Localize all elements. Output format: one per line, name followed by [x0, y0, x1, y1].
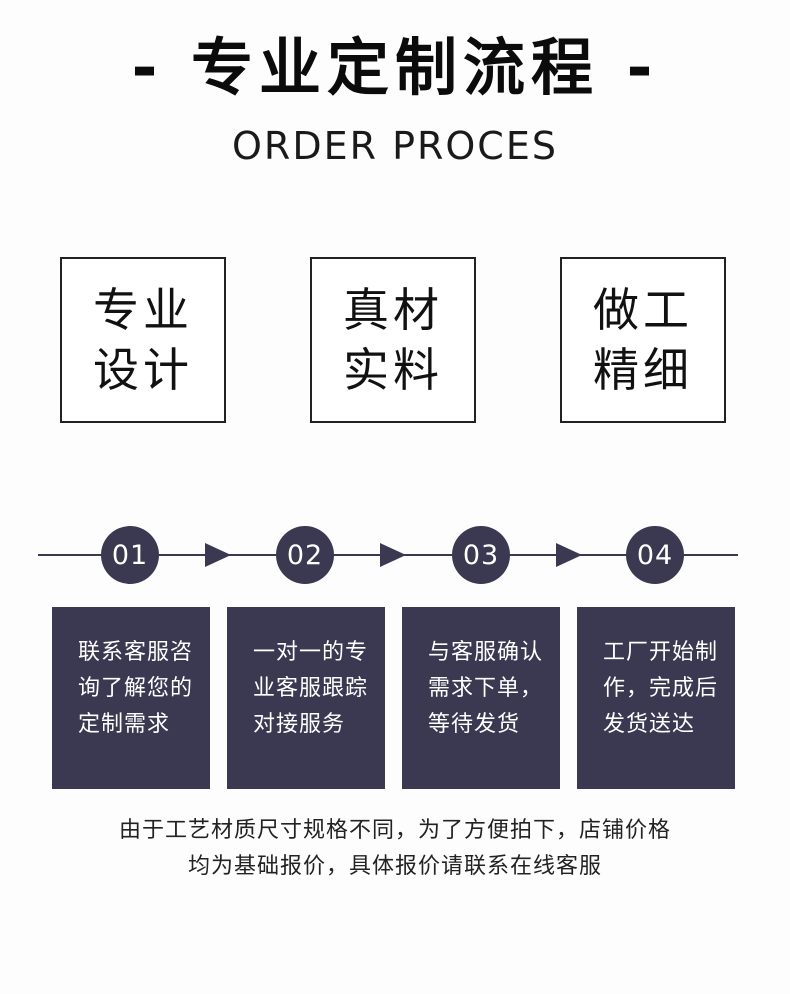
feature-label: 实料 — [343, 343, 443, 397]
step-card-order: 与客服确认 需求下单， 等待发货 — [402, 607, 560, 789]
step-card-contact: 联系客服咨 询了解您的 定制需求 — [52, 607, 210, 789]
feature-box-material: 真材 实料 — [310, 257, 476, 423]
arrow-right-icon — [556, 543, 582, 567]
feature-label: 做工 — [593, 283, 693, 337]
feature-label: 真材 — [343, 283, 443, 337]
step-text: 询了解您的 — [78, 676, 194, 701]
step-number-badge: 03 — [452, 526, 510, 584]
page-subtitle: ORDER PROCES — [232, 124, 558, 168]
price-note-line: 均为基础报价，具体报价请联系在线客服 — [187, 854, 602, 879]
step-text: 等待发货 — [428, 712, 521, 737]
feature-box-design: 专业 设计 — [60, 257, 226, 423]
step-text: 对接服务 — [253, 712, 346, 737]
feature-box-craft: 做工 精细 — [560, 257, 726, 423]
step-text: 业客服跟踪 — [253, 676, 369, 701]
feature-label: 精细 — [593, 343, 693, 397]
step-text: 联系客服咨 — [78, 640, 194, 665]
step-card-production: 工厂开始制 作，完成后 发货送达 — [577, 607, 735, 789]
arrow-right-icon — [380, 543, 406, 567]
price-note-line: 由于工艺材质尺寸规格不同，为了方便拍下，店铺价格 — [118, 818, 671, 843]
step-text: 一对一的专 — [253, 640, 369, 665]
step-number-badge: 01 — [101, 526, 159, 584]
step-text: 定制需求 — [78, 712, 171, 737]
step-number-badge: 04 — [626, 526, 684, 584]
step-number-badge: 02 — [276, 526, 334, 584]
step-text: 与客服确认 — [428, 640, 544, 665]
step-text: 需求下单， — [428, 676, 544, 701]
arrow-right-icon — [205, 543, 231, 567]
feature-label: 专业 — [93, 283, 193, 337]
step-text: 发货送达 — [603, 712, 696, 737]
feature-label: 设计 — [93, 343, 193, 397]
step-text: 作，完成后 — [603, 676, 719, 701]
step-card-service: 一对一的专 业客服跟踪 对接服务 — [227, 607, 385, 789]
page-title: - 专业定制流程 - — [131, 31, 659, 104]
step-text: 工厂开始制 — [603, 640, 719, 665]
